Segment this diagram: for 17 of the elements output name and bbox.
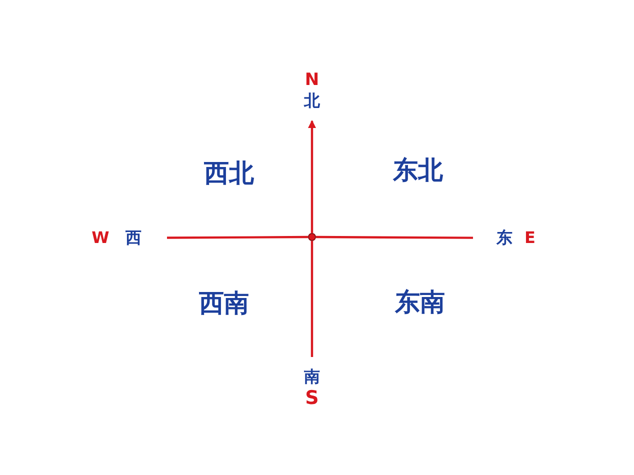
quadrant-label: 西南 (199, 290, 249, 316)
direction-label: 西 (125, 230, 142, 246)
direction-label: 东 (496, 230, 513, 246)
axis-line (310, 241, 314, 357)
direction-letter: N (304, 72, 320, 89)
direction-letter: W (92, 230, 110, 246)
arrow (308, 120, 316, 233)
axis-line (167, 236, 308, 239)
center-dot (308, 233, 316, 241)
quadrant-label: 东南 (395, 290, 445, 314)
direction-label: 北 (304, 93, 320, 109)
direction-label: 南 (304, 369, 320, 385)
quadrant-label: 东北 (393, 158, 443, 182)
direction-letter: E (524, 230, 536, 246)
quadrant-label: 西北 (204, 160, 254, 186)
direction-letter: S (305, 389, 319, 408)
axis-line (316, 236, 473, 239)
